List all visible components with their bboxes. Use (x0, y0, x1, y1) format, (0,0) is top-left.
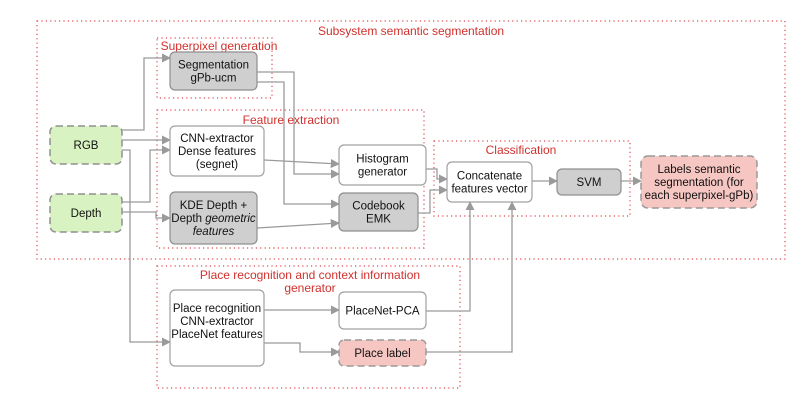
node-depth-box (49, 193, 123, 233)
node-kde-depth-line-2: Depth geometric (171, 213, 256, 225)
node-histogram-line-2: generator (358, 167, 407, 179)
node-place-recognition-box (169, 289, 265, 367)
node-concatenate-line-1: Concatenate (457, 171, 522, 183)
node-rgb: RGB (49, 125, 123, 165)
edge-depth-cnn (122, 145, 171, 203)
edges (122, 53, 642, 357)
node-placenet-pca-line-1: PlaceNet-PCA (345, 306, 419, 318)
node-cnn-extractor-line-3: (segnet) (196, 159, 238, 171)
node-placenet-pca-box (338, 291, 427, 330)
node-place-recognition-line-3: PlaceNet features (171, 329, 263, 341)
node-histogram-box (338, 144, 427, 186)
edge-codebook-concat (418, 185, 448, 214)
node-kde-depth-box (169, 191, 258, 245)
edge-depth-kde (122, 211, 171, 223)
group-superpixel-label-line-1: Superpixel generation (161, 39, 278, 53)
group-subsystem-label-line-1: Subsystem semantic segmentation (318, 24, 504, 38)
node-place-recognition-line-2: CNN-extractor (180, 316, 254, 328)
node-svm-box (556, 168, 622, 196)
node-depth: Depth (49, 193, 123, 233)
node-kde-depth-line-1: KDE Depth + (180, 200, 248, 212)
edge-rgb-segmentation (122, 53, 171, 131)
group-place-recognition (156, 265, 461, 389)
node-labels-box (640, 155, 758, 209)
node-codebook-box (338, 192, 419, 232)
node-labels-line-3: each superpixel-gPb) (645, 190, 754, 202)
node-rgb-label: RGB (74, 140, 99, 152)
node-codebook-line-2: EMK (366, 214, 391, 226)
node-place-recognition-line-1: Place recognition (173, 303, 261, 315)
edge-seg-codebook (257, 81, 340, 209)
node-concatenate-line-2: features vector (451, 184, 527, 196)
group-classification-label: Classification (486, 143, 557, 157)
node-place-label: Place label (338, 339, 427, 367)
group-superpixel-label: Superpixel generation (161, 39, 278, 53)
group-place-recognition-label-line-2: generator (284, 281, 335, 295)
node-segmentation-box (169, 51, 258, 91)
edge-histogram-concat (426, 168, 448, 184)
node-segmentation-line-1: Segmentation (178, 60, 249, 72)
node-segmentation-line-2: gPb-ucm (190, 73, 236, 85)
group-place-recognition-label: Place recognition and context informatio… (200, 268, 420, 295)
node-cnn-extractor-line-2: Dense features (178, 146, 256, 158)
group-subsystem (36, 20, 786, 260)
group-superpixel (156, 37, 273, 99)
edge-cnn-histogram (263, 159, 340, 169)
edge-placelabel-concat (426, 201, 517, 353)
node-place-label-box (338, 339, 427, 367)
node-svm-label: SVM (577, 177, 602, 189)
edge-kde-codebook (256, 218, 340, 229)
group-place-recognition-label-line-1: Place recognition and context informatio… (200, 268, 420, 282)
node-place-label-label: Place label (354, 348, 410, 360)
edge-place-placelabel (264, 342, 340, 357)
node-histogram-line-1: Histogram (356, 154, 408, 166)
node-rgb-line-1: RGB (74, 140, 99, 152)
node-rgb-box (49, 125, 123, 165)
node-place-label-line-1: Place label (354, 348, 410, 360)
node-svm: SVM (556, 168, 622, 196)
node-placenet-pca: PlaceNet-PCA (338, 291, 427, 330)
node-cnn-extractor-line-1: CNN-extractor (180, 133, 254, 145)
edge-seg-histogram (257, 71, 340, 179)
node-depth-label: Depth (71, 208, 102, 220)
group-feature-extraction-label-line-1: Feature extraction (243, 113, 340, 127)
node-svm-line-1: SVM (577, 177, 602, 189)
group-feature-extraction-label: Feature extraction (243, 113, 340, 127)
node-cnn-extractor-box (169, 125, 265, 177)
group-classification (433, 140, 631, 217)
node-concatenate-box (446, 161, 533, 203)
node-placenet-pca-label: PlaceNet-PCA (345, 306, 419, 318)
node-kde-depth-line-3: features (193, 226, 235, 238)
node-codebook-line-1: Codebook (352, 201, 405, 213)
group-subsystem-label: Subsystem semantic segmentation (318, 24, 504, 38)
group-classification-label-line-1: Classification (486, 143, 557, 157)
edge-pca-concat (426, 201, 475, 312)
node-labels-line-2: segmentation (for (654, 177, 744, 189)
node-depth-line-1: Depth (71, 208, 102, 220)
node-labels-line-1: Labels semantic (657, 164, 740, 176)
edge-rgb-place (122, 149, 171, 347)
